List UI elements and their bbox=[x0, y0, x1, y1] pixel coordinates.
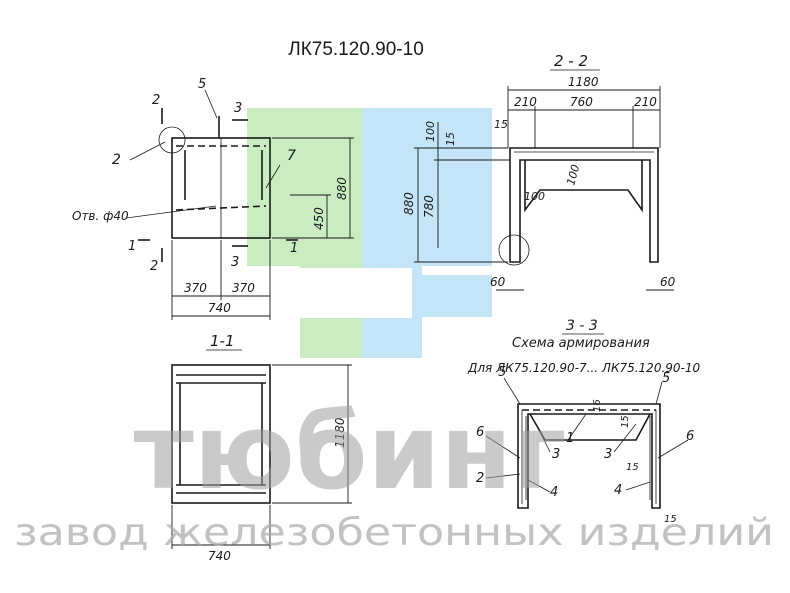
watermark-blue-mid bbox=[422, 176, 492, 266]
watermark-gray-bar bbox=[412, 275, 492, 317]
s33-leader-4a bbox=[527, 479, 551, 493]
s22-dim-780: 780 bbox=[422, 195, 436, 218]
s33-pos-2: 2 bbox=[476, 471, 484, 486]
front-dim-740: 740 bbox=[208, 301, 231, 315]
watermark-blue-block-right bbox=[362, 108, 422, 358]
section-2-2-profile-inner bbox=[524, 160, 643, 213]
watermark-logo bbox=[247, 108, 492, 358]
scheme-title: Схема армирования bbox=[512, 336, 650, 351]
watermark-green-mid bbox=[247, 176, 300, 266]
s33-dim-15a: 15 bbox=[620, 415, 631, 428]
s33-leader-4b bbox=[625, 481, 651, 491]
s22-dim-1180: 1180 bbox=[568, 75, 599, 89]
watermark-gray-inner bbox=[300, 268, 412, 318]
section-3-3-label: 3 - 3 bbox=[566, 318, 598, 334]
section-1-1-view: 1-1 740 1180 bbox=[171, 332, 352, 563]
s33-dim-15b: 15 bbox=[626, 462, 639, 473]
s33-pos-4b: 4 bbox=[614, 483, 622, 498]
s22-dim-210b: 210 bbox=[634, 95, 657, 109]
s33-leader-3b bbox=[613, 423, 637, 453]
front-mark-2-bottom: 2 bbox=[150, 259, 158, 274]
leader-pos-5 bbox=[204, 89, 218, 119]
s22-dim-15b: 15 bbox=[444, 132, 457, 146]
s33-pos-5b: 5 bbox=[662, 371, 670, 386]
front-dim-370b: 370 bbox=[232, 281, 255, 295]
front-pos-5: 5 bbox=[198, 77, 206, 92]
section-1-1-outline bbox=[171, 364, 271, 504]
front-dim-450: 450 bbox=[312, 207, 326, 230]
section-2-2-view: 2 - 2 1180 210 760 210 15 100 15 100 100… bbox=[402, 52, 676, 291]
s22-dim-880: 880 bbox=[402, 192, 416, 215]
s11-dim-1180-text: 1180 bbox=[333, 417, 347, 448]
front-dim-370a: 370 bbox=[184, 281, 207, 295]
s11-dim-740-text: 740 bbox=[208, 549, 231, 563]
s33-dim-16: 16 bbox=[592, 399, 603, 412]
front-mark-1-left: 1 bbox=[128, 239, 136, 254]
s22-dim-760: 760 bbox=[570, 95, 593, 109]
front-mark-3-bottom: 3 bbox=[231, 255, 239, 270]
s33-leader-6b bbox=[657, 439, 689, 459]
s22-dim-15a: 15 bbox=[494, 118, 508, 131]
drawing-title: ЛК75.120.90-10 bbox=[288, 39, 424, 60]
scheme-subtitle: Для ЛК75.120.90-7... ЛК75.120.90-10 bbox=[467, 361, 700, 375]
s33-leader-2 bbox=[485, 473, 521, 479]
s33-rebar-left bbox=[521, 410, 527, 504]
s33-leader-5b bbox=[655, 381, 663, 405]
watermark-brand: тюбинг bbox=[133, 391, 566, 513]
leader-pos-7 bbox=[265, 164, 281, 189]
section-2-2-label: 2 - 2 bbox=[554, 52, 588, 70]
front-view-detail-circle bbox=[158, 126, 186, 154]
s33-pos-1: 1 bbox=[566, 431, 574, 446]
s33-leader-5a bbox=[503, 377, 521, 405]
front-hole-label: Отв. ф40 bbox=[72, 209, 129, 223]
front-view: 5 3 2 2 7 Отв. ф40 1 2 3 1 370 370 740 8… bbox=[72, 77, 354, 320]
s33-rebar-right bbox=[649, 410, 657, 504]
s33-leader-3a bbox=[535, 423, 551, 453]
s33-pos-6a: 6 bbox=[476, 425, 484, 440]
front-mark-1-right: 1 bbox=[290, 241, 298, 256]
leader-pos-2 bbox=[129, 141, 166, 161]
s33-leader-1 bbox=[567, 413, 587, 441]
leader-hole bbox=[125, 205, 217, 219]
front-pos-2: 2 bbox=[112, 152, 121, 168]
s22-dim-100c: 100 bbox=[524, 190, 545, 203]
s22-dim-60b: 60 bbox=[660, 275, 676, 289]
s33-dim-15c: 15 bbox=[664, 514, 677, 525]
s33-pos-3a: 3 bbox=[552, 447, 560, 462]
front-dim-880: 880 bbox=[335, 177, 349, 200]
front-pos-7: 7 bbox=[287, 148, 296, 164]
front-mark-3-top: 3 bbox=[234, 101, 242, 116]
s33-pos-6b: 6 bbox=[686, 429, 694, 444]
s33-pos-5a: 5 bbox=[498, 365, 506, 380]
watermark-green-block-left bbox=[300, 108, 362, 358]
front-mark-2-top: 2 bbox=[152, 93, 160, 108]
s33-pos-4a: 4 bbox=[550, 485, 558, 500]
s33-leader-6a bbox=[485, 435, 521, 459]
s22-dim-210a: 210 bbox=[514, 95, 537, 109]
section-2-2-profile-outer bbox=[509, 147, 659, 263]
s33-profile-outer bbox=[517, 403, 661, 509]
section-1-1-label: 1-1 bbox=[210, 332, 235, 350]
section-3-3-view: 3 - 3 Схема армирования Для ЛК75.120.90-… bbox=[467, 318, 700, 525]
s22-dim-100a: 100 bbox=[424, 121, 437, 142]
s22-dim-100b: 100 bbox=[564, 163, 582, 187]
s33-pos-3b: 3 bbox=[604, 447, 612, 462]
watermark-tagline: завод железобетонных изделий bbox=[14, 511, 774, 554]
s22-dim-60a: 60 bbox=[490, 275, 506, 289]
section-2-2-detail-circle bbox=[498, 234, 530, 266]
